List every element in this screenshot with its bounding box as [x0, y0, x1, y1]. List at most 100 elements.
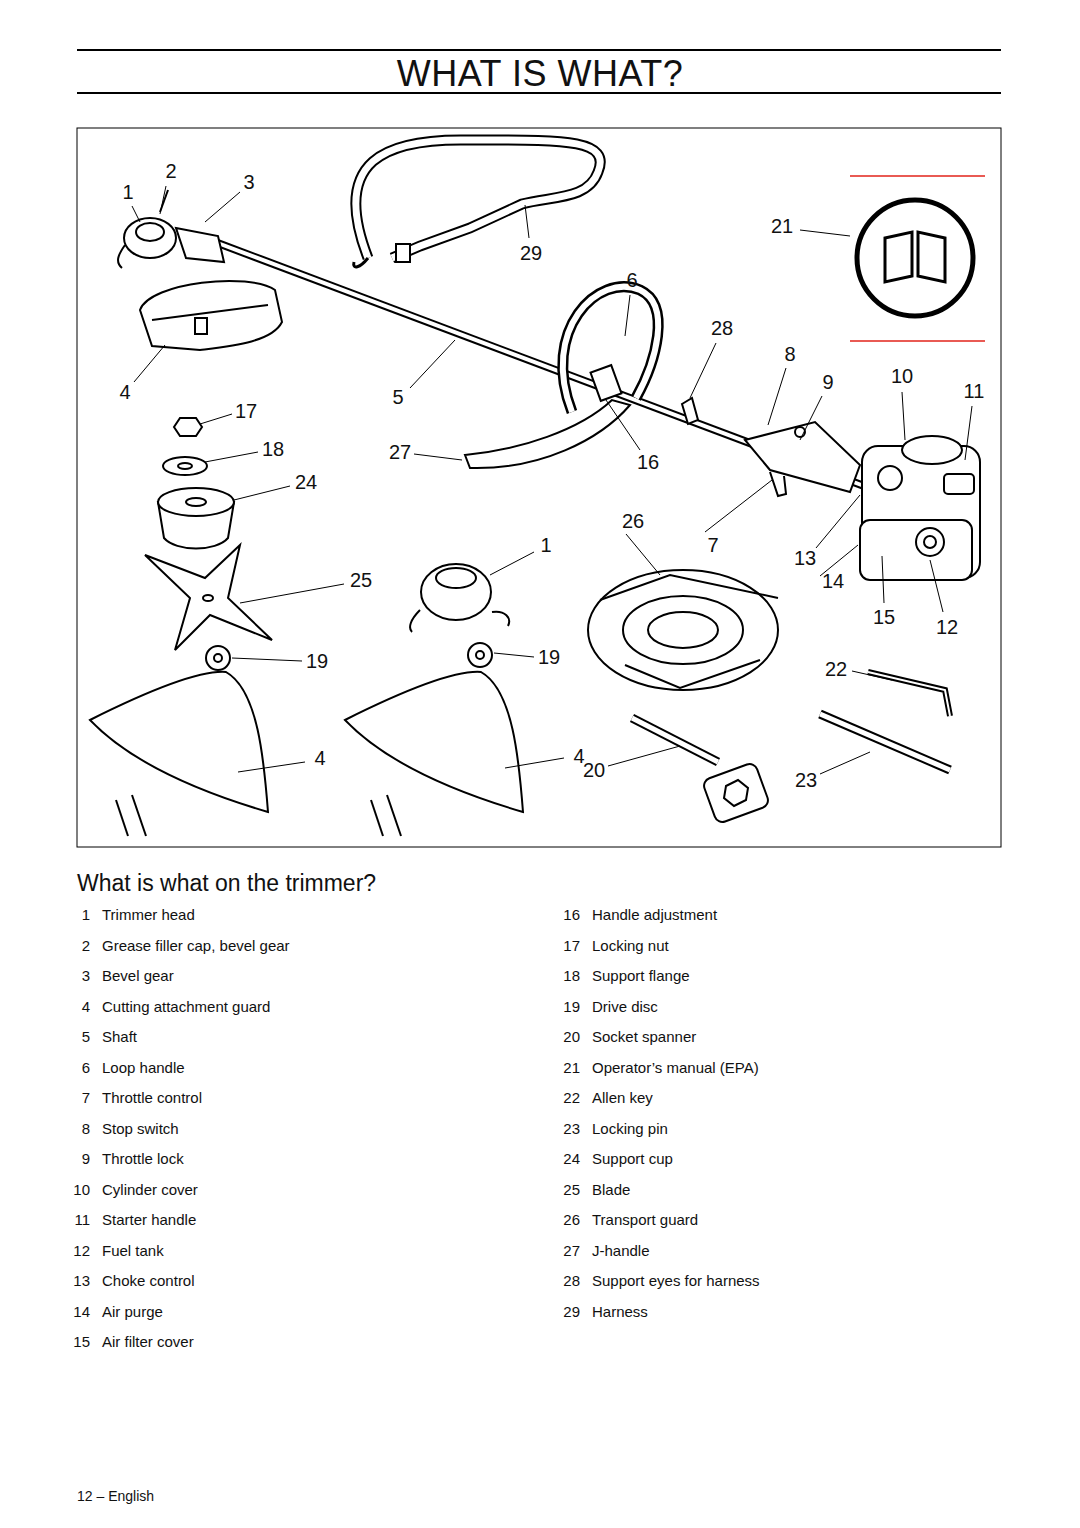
title-rules — [77, 49, 1001, 51]
harness-drawing — [354, 140, 601, 267]
callout-number: 20 — [583, 759, 605, 782]
item-number: 13 — [73, 1272, 90, 1289]
loose-parts — [158, 488, 234, 516]
item-name: Shaft — [102, 1028, 137, 1045]
loop-handle-drawing — [563, 287, 698, 424]
item-number: 28 — [563, 1272, 580, 1289]
item-number: 3 — [82, 967, 90, 984]
loose-parts — [345, 672, 523, 812]
page-footer: 12 – English — [77, 1488, 154, 1504]
item-number: 9 — [82, 1150, 90, 1167]
loose-parts — [820, 714, 950, 770]
loose-parts — [186, 498, 206, 506]
callout-number: 14 — [822, 570, 844, 593]
subtitle: What is what on the trimmer? — [77, 870, 376, 896]
guard-drawing — [140, 281, 282, 350]
loop-handle-drawing — [563, 287, 658, 412]
item-number: 26 — [563, 1211, 580, 1228]
loose-parts — [116, 800, 128, 836]
item-number: 11 — [74, 1211, 90, 1228]
callout-number: 22 — [825, 658, 847, 681]
item-name: Allen key — [592, 1089, 653, 1106]
item-name: Grease filler cap, bevel gear — [102, 937, 290, 954]
throttle-drawing — [745, 422, 860, 496]
engine-drawing — [944, 474, 974, 494]
callout-number: 1 — [540, 534, 551, 557]
callout-number: 15 — [873, 606, 895, 629]
callout-number: 23 — [795, 769, 817, 792]
shaft-drawing — [215, 242, 880, 492]
leader-line — [505, 758, 564, 768]
leader-line — [414, 454, 462, 460]
callout-number: 24 — [295, 471, 317, 494]
loose-parts — [600, 575, 778, 688]
harness-drawing — [356, 140, 601, 258]
leader-line — [525, 205, 529, 238]
manual-icon — [850, 175, 985, 177]
guard-drawing — [140, 281, 282, 350]
item-name: Support eyes for harness — [592, 1272, 760, 1289]
item-number: 21 — [563, 1059, 580, 1076]
item-name: Harness — [592, 1303, 648, 1320]
callout-number: 13 — [794, 547, 816, 570]
loose-parts — [421, 564, 491, 620]
leader-line — [626, 534, 660, 575]
leader-line — [606, 400, 640, 450]
leader-lines — [132, 186, 972, 774]
item-number: 2 — [82, 937, 90, 954]
item-name: Support cup — [592, 1150, 673, 1167]
leader-line — [240, 584, 344, 603]
loose-parts — [623, 596, 743, 664]
manual-icon — [850, 340, 985, 342]
item-name: Fuel tank — [102, 1242, 164, 1259]
leader-line — [930, 560, 943, 612]
j-handle-drawing — [465, 400, 630, 468]
leader-line — [238, 762, 305, 772]
loose-parts — [145, 545, 272, 650]
engine-drawing — [902, 436, 962, 464]
item-number: 20 — [563, 1028, 580, 1045]
item-number: 17 — [563, 937, 580, 954]
leader-line — [690, 343, 716, 398]
item-number: 14 — [73, 1303, 90, 1320]
loose-parts — [203, 595, 213, 601]
trimmer-head-drawing — [118, 245, 125, 268]
item-number: 18 — [563, 967, 580, 984]
callout-number: 19 — [306, 650, 328, 673]
loose-parts — [648, 612, 718, 648]
loose-parts — [868, 672, 950, 716]
loose-parts — [387, 795, 401, 836]
harness-drawing — [396, 244, 410, 262]
callout-number: 28 — [711, 317, 733, 340]
trimmer-head-drawing — [136, 223, 164, 241]
shaft-drawing — [215, 242, 880, 492]
guard-drawing — [152, 305, 268, 320]
item-name: Starter handle — [102, 1211, 196, 1228]
leader-line — [205, 452, 258, 462]
item-name: Air purge — [102, 1303, 163, 1320]
loose-parts — [371, 800, 383, 836]
item-number: 24 — [563, 1150, 580, 1167]
engine-drawing — [924, 536, 936, 548]
leader-line — [494, 653, 534, 657]
callout-number: 7 — [707, 534, 718, 557]
item-name: Stop switch — [102, 1120, 179, 1137]
loose-parts — [174, 418, 202, 436]
callout-number: 21 — [771, 215, 793, 238]
trimmer-head-drawing — [118, 190, 224, 268]
leader-line — [820, 752, 870, 774]
item-name: Locking pin — [592, 1120, 668, 1137]
item-name: Operator’s manual (EPA) — [592, 1059, 759, 1076]
callout-number: 16 — [637, 451, 659, 474]
callout-number: 8 — [784, 343, 795, 366]
item-number: 29 — [563, 1303, 580, 1320]
item-number: 23 — [563, 1120, 580, 1137]
callout-number: 10 — [891, 365, 913, 388]
engine-drawing — [860, 436, 980, 580]
item-number: 8 — [82, 1120, 90, 1137]
leader-line — [160, 186, 166, 214]
callout-number: 1 — [122, 181, 133, 204]
loose-parts — [206, 646, 230, 670]
